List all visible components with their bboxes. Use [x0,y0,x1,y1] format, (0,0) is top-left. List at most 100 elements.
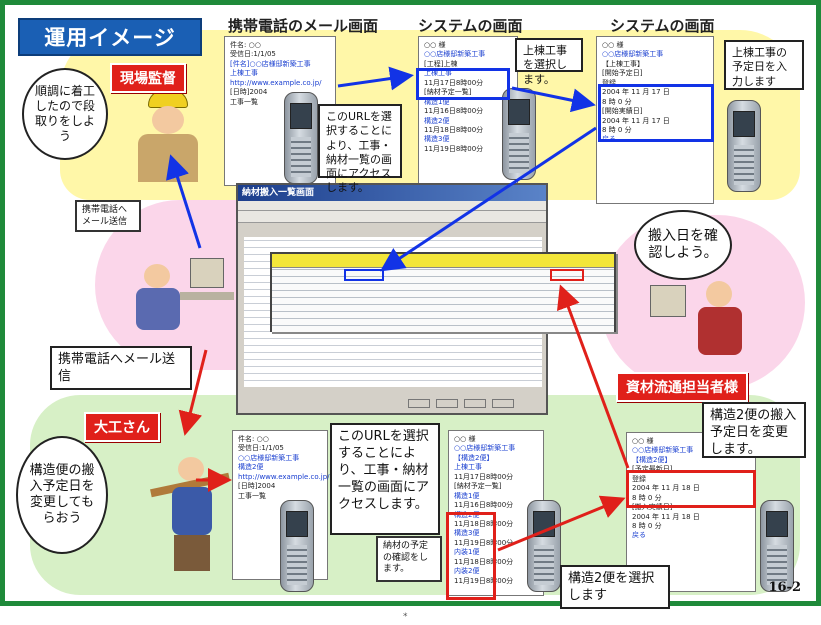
window-button[interactable] [464,399,486,408]
window-button[interactable] [408,399,430,408]
screen-line: [予定最新日] [632,465,673,474]
screen-line: 11月19日8時00分 [424,144,484,153]
screen-line: 11月18日8時00分 [454,557,514,566]
screen-line: 【構造2便】 [454,453,494,462]
zoomed-table-header [272,254,614,268]
screen-line: ○○ 様 [632,437,654,445]
materials-staff-figure [640,275,750,370]
screen-line: 構造1便 [454,491,480,500]
screen-line: [開始予定日] [602,69,643,78]
section-title-system-2: システムの画面 [610,17,715,35]
zoomed-table-rows [272,268,614,332]
highlight-date-change [626,470,756,508]
screen-line: [工程]上棟 [424,59,458,68]
screen-line: [日時]2004 [230,88,268,97]
screen-line: ○○店様邸新築工事 [424,50,486,59]
screen-line: 11月16日8時00分 [454,501,514,510]
callout-confirm-note: 納材の予定の確認をします。 [376,536,442,582]
screen-line: 8 時 0 分 [632,493,662,502]
menu-bar [238,201,546,211]
screen-line: 工事一覧 [230,97,258,106]
screen-line: 上棟工事 [230,69,258,78]
screen-line: 内装1便 [454,548,480,557]
screen-line: ○○店様邸新築工事 [238,453,300,462]
window-button[interactable] [492,399,514,408]
screen-line: http://www.example.co.jp/ [230,78,322,87]
carpenter-figure [150,455,230,575]
screen-line: 構造2便 [238,463,264,472]
screen-line: 【上棟工事】 [602,59,644,68]
screen-line: ○○店様邸新築工事 [454,444,516,453]
screen-line: ○○ 様 [602,41,624,49]
screen-line: [納材予定一覧] [454,482,502,491]
screen-line: 8 時 0 分 [602,97,632,106]
mobile-phone-icon [280,500,314,592]
screen-line: 上棟工事 [424,69,452,78]
screen-line: ○○ 様 [454,435,476,443]
mobile-phone-icon [760,500,794,592]
screen-line: 2004 年 11 月 18 日 [632,512,700,521]
window-button[interactable] [436,399,458,408]
screen-line: 構造3便 [424,135,450,144]
screen-line: 8 時 0 分 [602,125,632,134]
callout-url-bottom: このURLを選択することにより、工事・納材一覧の画面にアクセスします。 [330,423,440,535]
highlight-work-date-cell [344,269,384,281]
screen-line: 11月17日8時00分 [454,472,514,481]
screen-line: 内装2便 [454,567,480,576]
screen-line: 11月18日8時00分 [424,125,484,134]
screen-line: 8 時 0 分 [632,521,662,530]
screen-line: ○○店様邸新築工事 [602,50,664,59]
highlight-delivery-date-cell [550,269,584,281]
callout-input-date: 上棟工事の予定日を入力します [724,40,804,90]
screen-line: 上棟工事 [454,463,482,472]
screen-line: 登録 [602,78,616,87]
callout-mail-send-bottom: 携帯電話へメール送信 [50,346,192,390]
screen-line: 戻る [632,531,646,540]
screen-line: 構造1便 [424,97,450,106]
screen-line: [件名]○○店様邸新築工事 [230,59,311,68]
screen-line: 11月16日8時00分 [424,107,484,116]
callout-change-date: 構造2便の搬入予定日を変更します。 [702,402,806,458]
screen-line: [日時]2004 [238,482,276,491]
section-title-system-1: システムの画面 [418,17,523,35]
screen-line: 11月19日8時00分 [454,576,514,585]
screen-line: 【構造2便】 [632,455,672,464]
mobile-phone-icon [502,88,536,180]
screen-line: 工事一覧 [238,491,266,500]
screen-line: 2004 年 11 月 17 日 [602,88,670,97]
highlight-kozo-list [446,512,496,600]
section-title-phone-mail: 携帯電話のメール画面 [228,17,379,35]
office-worker-figure [130,250,240,360]
zoomed-table-strip [270,252,616,332]
screen-line: 受信日:1/1/05 [230,50,276,59]
carpenter-thought-bubble: 構造便の搬入予定日を変更してもらおう [16,436,108,554]
screen-line: 2004 年 11 月 17 日 [602,116,670,125]
supervisor-thought-bubble: 順調に着工したので段取りをしよう [22,68,108,160]
role-carpenter: 大工さん [84,412,160,442]
role-site-supervisor: 現場監督 [110,63,186,93]
screen-line: [納材予定一覧] [424,88,472,97]
screen-line: 2004 年 11 月 18 日 [632,484,700,493]
page-title: 運用イメージ [18,18,202,56]
site-supervisor-figure [130,90,208,185]
screen-line: 構造2便 [424,116,450,125]
highlight-date-input [598,84,714,142]
mobile-phone-icon [727,100,761,192]
screen-line: 件名: ○○ [238,435,269,443]
mobile-phone-icon [284,92,318,184]
callout-select-work: 上棟工事を選択します。 [515,38,583,86]
callout-select-kozo: 構造2便を選択します [560,565,670,609]
screen-line: 登録 [632,474,646,483]
role-materials: 資材流通担当者様 [616,372,748,402]
screen-line: 受信日:1/1/05 [238,444,284,453]
footer-mark: * [403,612,408,622]
tool-bar [238,211,546,223]
screen-line: ○○ 様 [424,41,446,49]
screen-line: ○○店様邸新築工事 [632,446,694,455]
window-title: 納材搬入一覧画面 [238,185,546,201]
callout-mail-send-top: 携帯電話へメール送信 [75,200,141,232]
screen-line: 件名: ○○ [230,41,261,49]
screen-line: 構造3便 [454,529,480,538]
